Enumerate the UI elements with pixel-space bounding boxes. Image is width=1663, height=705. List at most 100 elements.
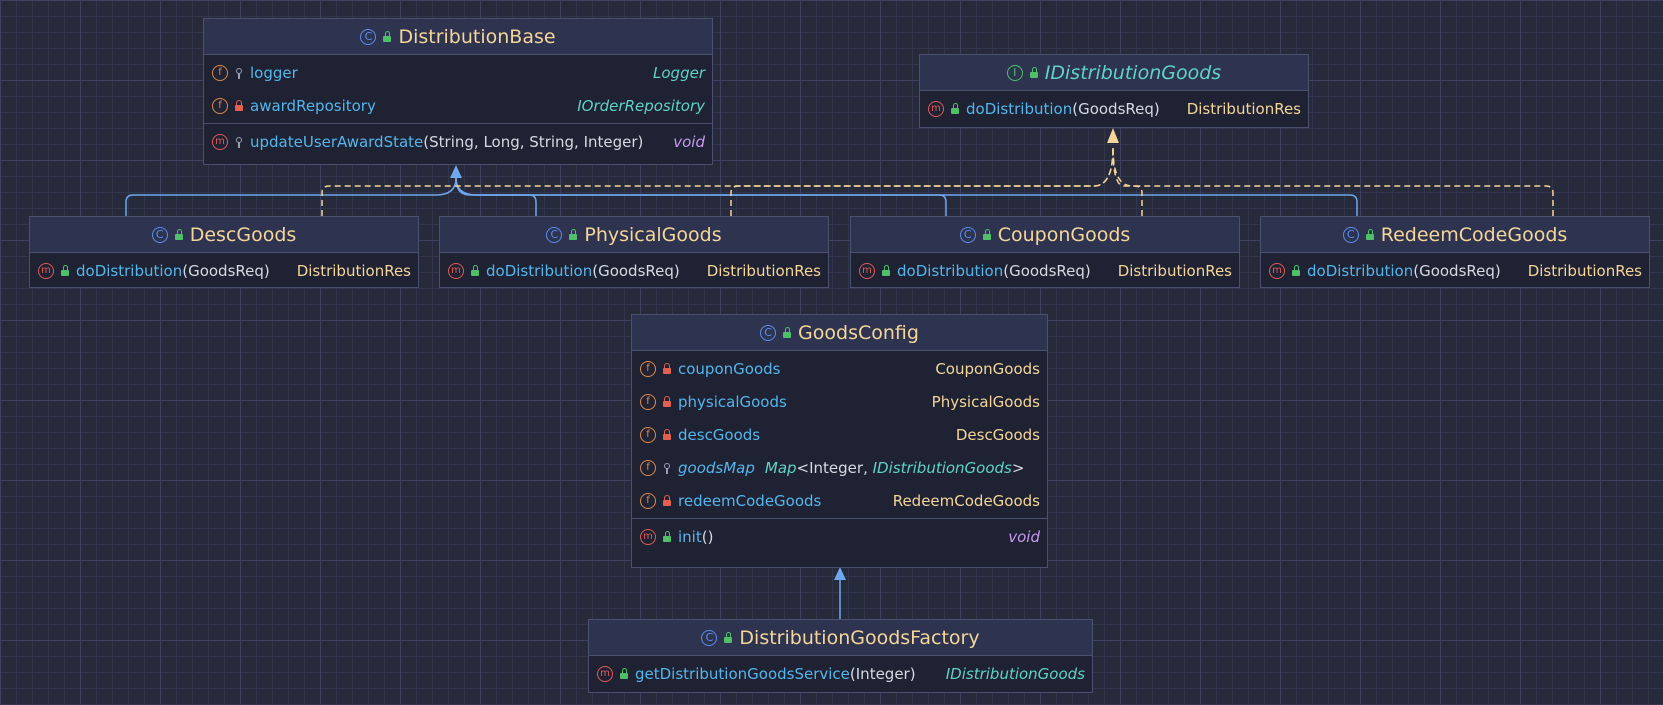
class-icon: C [1342,226,1359,243]
field-type: PhysicalGoods [931,392,1040,411]
method-row[interactable]: m init() void [632,520,1047,553]
public-lock-icon [881,264,891,277]
edge-redeemcodegoods-extends-base [455,177,1358,216]
field-row[interactable]: f awardRepository IOrderRepository [204,89,712,122]
field-icon: f [212,64,228,81]
field-row[interactable]: f logger Logger [204,56,712,89]
method-icon: m [1269,262,1285,279]
public-lock-icon [1291,264,1301,277]
class-redeemcodegoods[interactable]: C RedeemCodeGoods m doDistribution(Goods… [1260,216,1650,288]
class-icon: C [151,226,168,243]
method-row[interactable]: m doDistribution(GoodsReq) DistributionR… [30,254,418,287]
public-lock-icon [1029,66,1039,79]
method-return-type: void [1008,527,1040,546]
type-gt: > [1011,458,1025,477]
arrowhead-iface [1107,128,1119,143]
method-row[interactable]: m getDistributionGoodsService(Integer) I… [589,657,1092,690]
field-row[interactable]: f physicalGoods PhysicalGoods [632,385,1047,418]
method-row[interactable]: m updateUserAwardState(String, Long, Str… [204,125,712,158]
field-name: awardRepository [250,96,376,115]
field-row[interactable]: f redeemCodeGoods RedeemCodeGoods [632,484,1047,517]
field-icon: f [640,393,656,410]
public-lock-icon [950,102,960,115]
package-key-icon [234,67,244,79]
method-params: () [701,527,714,546]
field-icon: f [640,492,656,509]
method-icon: m [859,262,875,279]
field-row[interactable]: f descGoods DescGoods [632,418,1047,451]
type-map: Map [764,458,797,477]
class-icon: C [959,226,976,243]
field-row[interactable]: f goodsMap Map<Integer, IDistributionGoo… [632,451,1047,484]
methods-section: m doDistribution(GoodsReq) DistributionR… [30,253,418,288]
method-icon: m [640,528,656,545]
node-header: C PhysicalGoods [440,217,828,253]
public-lock-icon [982,228,992,241]
class-physicalgoods[interactable]: C PhysicalGoods m doDistribution(GoodsRe… [439,216,829,288]
type-comma: , [863,458,873,477]
class-name: CouponGoods [997,223,1131,246]
method-icon: m [448,262,464,279]
fields-section: f couponGoods CouponGoods f physicalGood… [632,351,1047,519]
private-lock-icon [662,362,672,375]
type-lt: < [796,458,810,477]
method-return-type: void [673,132,705,151]
method-return-type: IDistributionGoods [945,664,1085,683]
field-name: logger [250,63,298,82]
fields-section: f logger Logger f awardRepository IOrder… [204,55,712,124]
field-name: descGoods [678,425,761,444]
class-descgoods[interactable]: C DescGoods m doDistribution(GoodsReq) D… [29,216,419,288]
public-lock-icon [662,530,672,543]
class-goodsconfig[interactable]: C GoodsConfig f couponGoods CouponGoods … [631,314,1048,568]
methods-section: m doDistribution(GoodsReq) DistributionR… [440,253,828,288]
methods-section: m getDistributionGoodsService(Integer) I… [589,656,1092,691]
class-coupongoods[interactable]: C CouponGoods m doDistribution(GoodsReq)… [850,216,1240,288]
method-return-type: DistributionRes [1117,261,1232,280]
edge-redeemcodegoods-implements-iface [1112,147,1554,216]
type-value: IDistributionGoods [872,458,1012,477]
methods-section: m init() void [632,519,1047,554]
method-name: doDistribution [966,99,1073,118]
interface-idistributiongoods[interactable]: I IDistributionGoods m doDistribution(Go… [919,54,1309,128]
public-lock-icon [470,264,480,277]
field-icon: f [640,426,656,443]
methods-section: m doDistribution(GoodsReq) DistributionR… [920,91,1308,126]
package-key-icon [662,462,672,474]
method-row[interactable]: m doDistribution(GoodsReq) DistributionR… [920,92,1308,125]
field-type: RedeemCodeGoods [892,491,1040,510]
method-icon: m [597,665,613,682]
method-row[interactable]: m doDistribution(GoodsReq) DistributionR… [440,254,828,287]
node-header: C CouponGoods [851,217,1239,253]
public-lock-icon [568,228,578,241]
class-icon: C [760,324,777,341]
method-return-type: DistributionRes [1527,261,1642,280]
method-params: (GoodsReq) [1413,261,1501,280]
methods-section: m doDistribution(GoodsReq) DistributionR… [851,253,1239,288]
public-lock-icon [1365,228,1375,241]
package-key-icon [234,136,244,148]
class-name: GoodsConfig [798,321,919,344]
edge-coupongoods-implements-iface [1112,147,1143,216]
method-name: getDistributionGoodsService [635,664,850,683]
private-lock-icon [662,428,672,441]
class-icon: C [546,226,563,243]
edge-physicalgoods-implements-iface [730,147,1114,216]
field-icon: f [640,459,656,476]
public-lock-icon [782,326,792,339]
field-type: Logger [653,63,705,82]
method-row[interactable]: m doDistribution(GoodsReq) DistributionR… [851,254,1239,287]
method-row[interactable]: m doDistribution(GoodsReq) DistributionR… [1261,254,1649,287]
edge-coupongoods-extends-base [455,177,947,216]
field-name: goodsMap [678,458,755,477]
class-distributionbase[interactable]: C DistributionBase f logger Logger f awa… [203,18,713,165]
public-lock-icon [723,631,733,644]
class-distributiongoodsfactory[interactable]: C DistributionGoodsFactory m getDistribu… [588,619,1093,693]
method-return-type: DistributionRes [296,261,411,280]
method-name: doDistribution [1307,261,1414,280]
node-header: C DistributionBase [204,19,712,55]
method-params: (String, Long, String, Integer) [423,132,644,151]
node-header: C GoodsConfig [632,315,1047,351]
method-params: (GoodsReq) [1072,99,1160,118]
field-row[interactable]: f couponGoods CouponGoods [632,352,1047,385]
